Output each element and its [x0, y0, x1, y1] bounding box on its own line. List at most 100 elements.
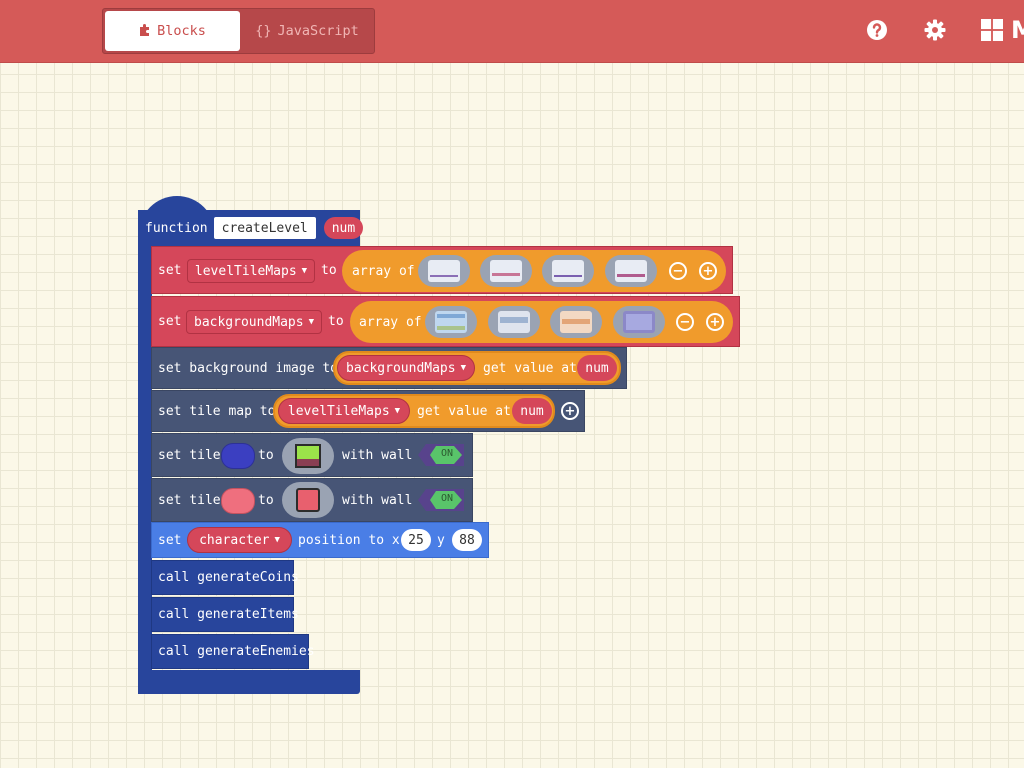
get-value-at-label: get value at	[417, 404, 511, 419]
background-thumbnail	[498, 311, 530, 333]
call-label: call generateItems	[158, 607, 299, 622]
function-footer	[138, 670, 360, 694]
array-of-label: array of	[359, 314, 422, 330]
app-grid-icon[interactable]	[981, 19, 1003, 41]
call-generateitems-block[interactable]: call generateItems	[151, 597, 299, 632]
variable-name: backgroundMaps	[346, 360, 456, 376]
call-label: call generateEnemies	[158, 644, 315, 659]
background-slot-3[interactable]	[550, 306, 602, 338]
add-argument-icon[interactable]: +	[561, 402, 579, 420]
array-of-tilemaps[interactable]: array of	[342, 250, 726, 292]
function-spine	[138, 210, 152, 694]
toggle-on-label: ON	[441, 493, 454, 504]
set-tile-label: set tile	[158, 447, 221, 463]
to-label: to	[258, 448, 274, 463]
array-of-label: array of	[352, 263, 415, 279]
remove-item-icon[interactable]: −	[669, 262, 687, 280]
array-dropdown-backgroundmaps[interactable]: backgroundMaps ▼	[337, 355, 475, 381]
wall-toggle-1[interactable]: ON	[416, 442, 466, 468]
position-to-x-label: position to x	[298, 533, 400, 548]
set-background-image-label: set background image to	[158, 360, 339, 376]
dropdown-arrow-icon: ▼	[308, 317, 314, 327]
tile-image-thumbnail	[295, 444, 321, 468]
tab-blocks[interactable]: Blocks	[105, 11, 240, 51]
to-label: to	[328, 314, 344, 329]
index-label: num	[585, 360, 609, 376]
tilemap-thumbnail	[428, 260, 460, 282]
x-value-input[interactable]: 25	[401, 529, 431, 551]
tile-image-slot-2[interactable]	[282, 482, 334, 518]
function-keyword: function	[145, 220, 208, 236]
tab-javascript[interactable]: {} JavaScript	[242, 11, 372, 51]
toggle-on-label: ON	[441, 448, 454, 459]
function-name-field[interactable]: createLevel	[213, 217, 316, 239]
tilemap-thumbnail	[490, 260, 522, 282]
index-label: num	[520, 403, 544, 419]
help-icon[interactable]	[866, 19, 888, 41]
tab-blocks-label: Blocks	[157, 23, 206, 39]
with-wall-label: with wall	[342, 493, 413, 508]
tilemap-slot-2[interactable]	[480, 255, 532, 287]
y-value: 88	[459, 532, 475, 548]
tile-image-thumbnail	[296, 488, 320, 512]
background-thumbnail	[560, 311, 592, 333]
background-slot-2[interactable]	[488, 306, 540, 338]
tilemap-slot-4[interactable]	[605, 255, 657, 287]
index-param-num[interactable]: num	[577, 355, 617, 381]
variable-name: levelTileMaps	[287, 403, 390, 419]
set-label: set	[158, 262, 182, 278]
with-wall-label: with wall	[342, 448, 413, 463]
dropdown-arrow-icon: ▼	[274, 535, 280, 545]
toolbar-partial-text: M	[1011, 16, 1024, 44]
wall-toggle-2[interactable]: ON	[416, 487, 466, 513]
tile-color-picker-2[interactable]	[221, 488, 255, 514]
background-slot-1[interactable]	[425, 306, 477, 338]
variable-dropdown-backgroundmaps[interactable]: backgroundMaps ▼	[186, 310, 322, 334]
dropdown-arrow-icon: ▼	[460, 363, 466, 373]
x-value: 25	[408, 532, 424, 548]
background-thumbnail	[435, 311, 467, 333]
index-param-num[interactable]: num	[512, 398, 552, 424]
to-label: to	[258, 493, 274, 508]
background-thumbnail	[623, 311, 655, 333]
set-tile-label: set tile	[158, 492, 221, 508]
background-slot-4[interactable]	[613, 306, 665, 338]
sprite-dropdown-character[interactable]: character ▼	[187, 527, 292, 553]
call-label: call generateCoins	[158, 570, 299, 585]
function-header[interactable]: function createLevel num	[138, 210, 364, 246]
toggle-hexagon-icon	[418, 489, 464, 511]
remove-item-icon[interactable]: −	[676, 313, 694, 331]
tile-image-slot-1[interactable]	[282, 438, 334, 474]
gear-icon[interactable]	[924, 19, 946, 41]
variable-name: backgroundMaps	[194, 314, 304, 330]
array-of-backgrounds[interactable]: array of	[350, 301, 733, 343]
braces-icon: {}	[255, 23, 272, 39]
add-item-icon[interactable]: +	[706, 313, 724, 331]
tilemap-slot-1[interactable]	[418, 255, 470, 287]
dropdown-arrow-icon: ▼	[301, 266, 308, 276]
y-label: y	[437, 533, 445, 548]
to-label: to	[321, 263, 337, 278]
tilemap-thumbnail	[615, 260, 647, 282]
get-value-at-label: get value at	[483, 361, 577, 376]
tile-color-picker-1[interactable]	[221, 443, 255, 469]
set-label: set	[158, 532, 182, 548]
add-item-icon[interactable]: +	[699, 262, 717, 280]
puzzle-icon	[139, 23, 151, 40]
editor-mode-toggle: Blocks {} JavaScript	[102, 8, 375, 54]
tab-javascript-label: JavaScript	[277, 23, 359, 39]
y-value-input[interactable]: 88	[452, 529, 482, 551]
function-param-num[interactable]: num	[323, 217, 364, 239]
call-generatecoins-block[interactable]: call generateCoins	[151, 560, 299, 595]
dropdown-arrow-icon: ▼	[394, 406, 401, 416]
toggle-hexagon-icon	[418, 444, 464, 466]
variable-name: levelTileMaps	[194, 263, 297, 279]
variable-dropdown-leveltilemaps[interactable]: levelTileMaps ▼	[187, 259, 315, 283]
sprite-name: character	[199, 532, 270, 548]
editor-header: Blocks {} JavaScript M	[0, 0, 1024, 63]
call-generateenemies-block[interactable]: call generateEnemies	[151, 634, 315, 669]
array-dropdown-leveltilemaps[interactable]: levelTileMaps ▼	[278, 398, 410, 424]
tilemap-slot-3[interactable]	[542, 255, 594, 287]
tilemap-thumbnail	[552, 260, 584, 282]
set-tile-map-label: set tile map to	[158, 403, 276, 419]
